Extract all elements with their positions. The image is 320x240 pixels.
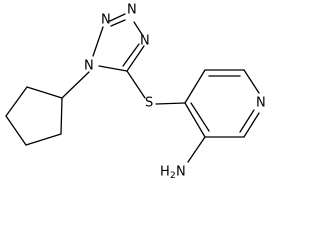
thioether-bridge	[126, 70, 186, 105]
amine-h-count-label: 2	[170, 171, 176, 181]
bond-c4-c5py	[184, 69, 206, 104]
bond-c3-amine	[187, 136, 206, 163]
bond-cp-c4-c5	[25, 133, 62, 146]
amine-h-label: H	[160, 165, 170, 180]
bond-n1-cyclopentyl	[61, 71, 90, 99]
amine-group-label: H 2 N	[160, 165, 186, 182]
bond-c3-c4	[184, 102, 206, 138]
tetrazole-n2-label: N	[101, 13, 111, 28]
bond-npy-c2	[243, 112, 260, 138]
bond-n2-n3	[109, 13, 126, 22]
pyridine-ring	[184, 69, 260, 138]
bond-n4-c5	[126, 45, 145, 72]
amine-n-label: N	[176, 165, 186, 180]
tetrazole-n3-label: N	[127, 3, 137, 18]
bond-cp-c1-c2	[26, 86, 63, 99]
bond-sulfur-pyridine	[155, 102, 186, 105]
bond-n3-n4	[133, 21, 144, 37]
bond-npy-c2-double	[239, 109, 255, 133]
bond-c6-npy	[243, 69, 260, 94]
cyclopentyl-ring	[5, 71, 90, 146]
bond-n4-c5-double	[122, 43, 140, 67]
bond-c3-c4-double	[190, 102, 210, 132]
bond-cp-c2-c3	[5, 86, 28, 117]
tetrazole-n4-label: N	[140, 34, 150, 49]
bond-c5-sulfur	[126, 70, 146, 99]
sulfur-label: S	[145, 96, 153, 111]
tetrazole-n1-label: N	[84, 59, 94, 74]
bond-c5-n1	[98, 65, 128, 72]
bond-n1-n2	[92, 26, 104, 57]
bond-n2-n3-double	[110, 19, 126, 27]
bond-cp-c3-c4	[5, 115, 27, 146]
tetrazole-ring	[92, 13, 145, 72]
chemical-structure: N N N N S N H 2 N	[5, 3, 266, 182]
pyridine-n-label: N	[256, 96, 266, 111]
bond-cp-c5-c1	[60, 97, 63, 135]
